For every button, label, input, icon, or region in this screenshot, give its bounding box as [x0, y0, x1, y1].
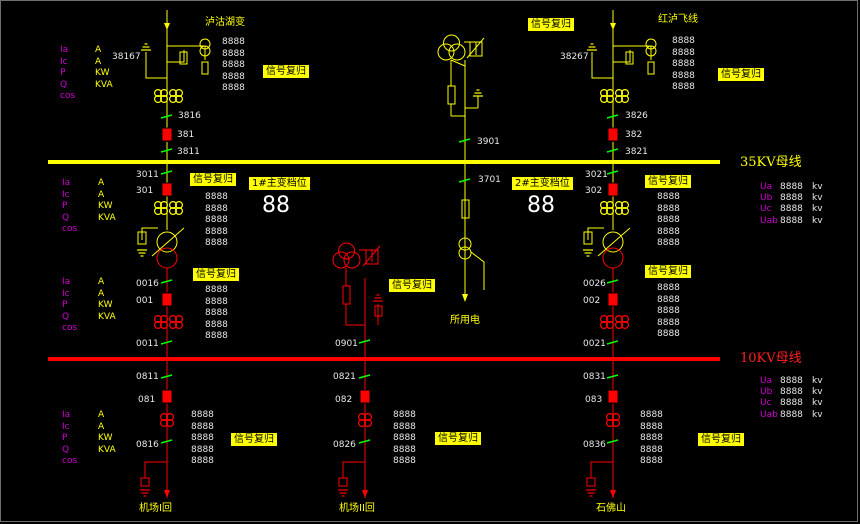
switch-0026-label: 0026 [583, 279, 606, 289]
breaker-382-label: 382 [625, 130, 643, 140]
signal-reset-button-feeder1[interactable]: 信号复归 [231, 433, 277, 446]
incoming-left-bay [140, 10, 211, 162]
tap-position-label-1: 1#主变档位 [249, 177, 310, 190]
breaker-301-label: 301 [136, 186, 154, 196]
breaker-382 [607, 127, 619, 142]
signal-reset-button-pt10[interactable]: 信号复归 [389, 279, 435, 292]
bus-10kv-label: 10KV母线 [740, 351, 802, 366]
switch-3826-label: 3826 [625, 111, 648, 121]
switch-0821-label: 0821 [333, 372, 356, 382]
switch-0816-label: 0816 [136, 440, 159, 450]
switch-3821-label: 3821 [625, 147, 648, 157]
breaker-381 [161, 127, 173, 142]
feeder2-bay [337, 359, 372, 498]
incoming-right-bay [586, 10, 657, 162]
switch-0831-label: 0831 [583, 372, 606, 382]
breaker-302-label: 302 [585, 186, 603, 196]
breaker-081-label: 081 [138, 395, 156, 405]
breaker-083-label: 083 [585, 395, 603, 405]
feeder-1-name: 机场I回 [139, 503, 172, 514]
feeder3-bay [585, 359, 621, 498]
switch-0836-label: 0836 [583, 440, 606, 450]
signal-reset-button-t2-hv[interactable]: 信号复归 [645, 175, 691, 188]
feeder-3-name: 石佛山 [596, 503, 626, 514]
switch-0016-label: 0016 [136, 279, 159, 289]
switch-3816-label: 3816 [178, 111, 201, 121]
breaker-002 [607, 292, 619, 307]
breaker-081 [161, 389, 173, 404]
station-service-label: 所用电 [450, 315, 480, 326]
switch-3901-label: 3901 [477, 137, 500, 147]
switch-38167-label: 38167 [112, 52, 141, 62]
center-station-service [458, 162, 485, 302]
breaker-082 [359, 389, 371, 404]
switch-0826-label: 0826 [333, 440, 356, 450]
tap-position-label-2: 2#主变档位 [512, 177, 573, 190]
signal-reset-button-incoming-right[interactable]: 信号复归 [718, 68, 764, 81]
breaker-302 [607, 182, 619, 197]
breaker-381-label: 381 [177, 130, 195, 140]
breaker-002-label: 002 [583, 296, 601, 306]
signal-reset-button-t1-lv[interactable]: 信号复归 [193, 268, 239, 281]
incoming-right-name: 红泸飞线 [658, 14, 698, 25]
signal-reset-button-feeder2[interactable]: 信号复归 [435, 432, 481, 445]
bus-35kv-label: 35KV母线 [740, 155, 802, 170]
signal-reset-button-feeder3[interactable]: 信号复归 [698, 433, 744, 446]
breaker-301 [161, 182, 173, 197]
switch-3021-label: 3021 [585, 170, 608, 180]
switch-0011-label: 0011 [136, 339, 159, 349]
center-pt-35 [437, 34, 485, 162]
pt10-bay [332, 242, 384, 359]
breaker-082-label: 082 [335, 395, 353, 405]
switch-3011-label: 3011 [136, 170, 159, 180]
breaker-001 [161, 292, 173, 307]
switch-0021-label: 0021 [583, 339, 606, 349]
tap-position-value-1: 88 [262, 193, 290, 218]
signal-reset-button-center-top[interactable]: 信号复归 [528, 18, 574, 31]
switch-38267-label: 38267 [560, 52, 589, 62]
incoming-left-name: 泸沽湖变 [205, 17, 245, 28]
feeder-2-name: 机场II回 [339, 503, 375, 514]
signal-reset-button-t1-hv[interactable]: 信号复归 [190, 173, 236, 186]
tap-position-value-2: 88 [527, 193, 555, 218]
transformer2-bay [582, 162, 631, 257]
signal-reset-button-incoming-left[interactable]: 信号复归 [263, 65, 309, 78]
switch-0811-label: 0811 [136, 372, 159, 382]
switch-0901-label: 0901 [335, 339, 358, 349]
switch-3811-label: 3811 [177, 147, 200, 157]
switch-3701-label: 3701 [478, 175, 501, 185]
breaker-001-label: 001 [136, 296, 154, 306]
breaker-083 [607, 389, 619, 404]
signal-reset-button-t2-lv[interactable]: 信号复归 [645, 265, 691, 278]
feeder1-bay [139, 359, 174, 498]
